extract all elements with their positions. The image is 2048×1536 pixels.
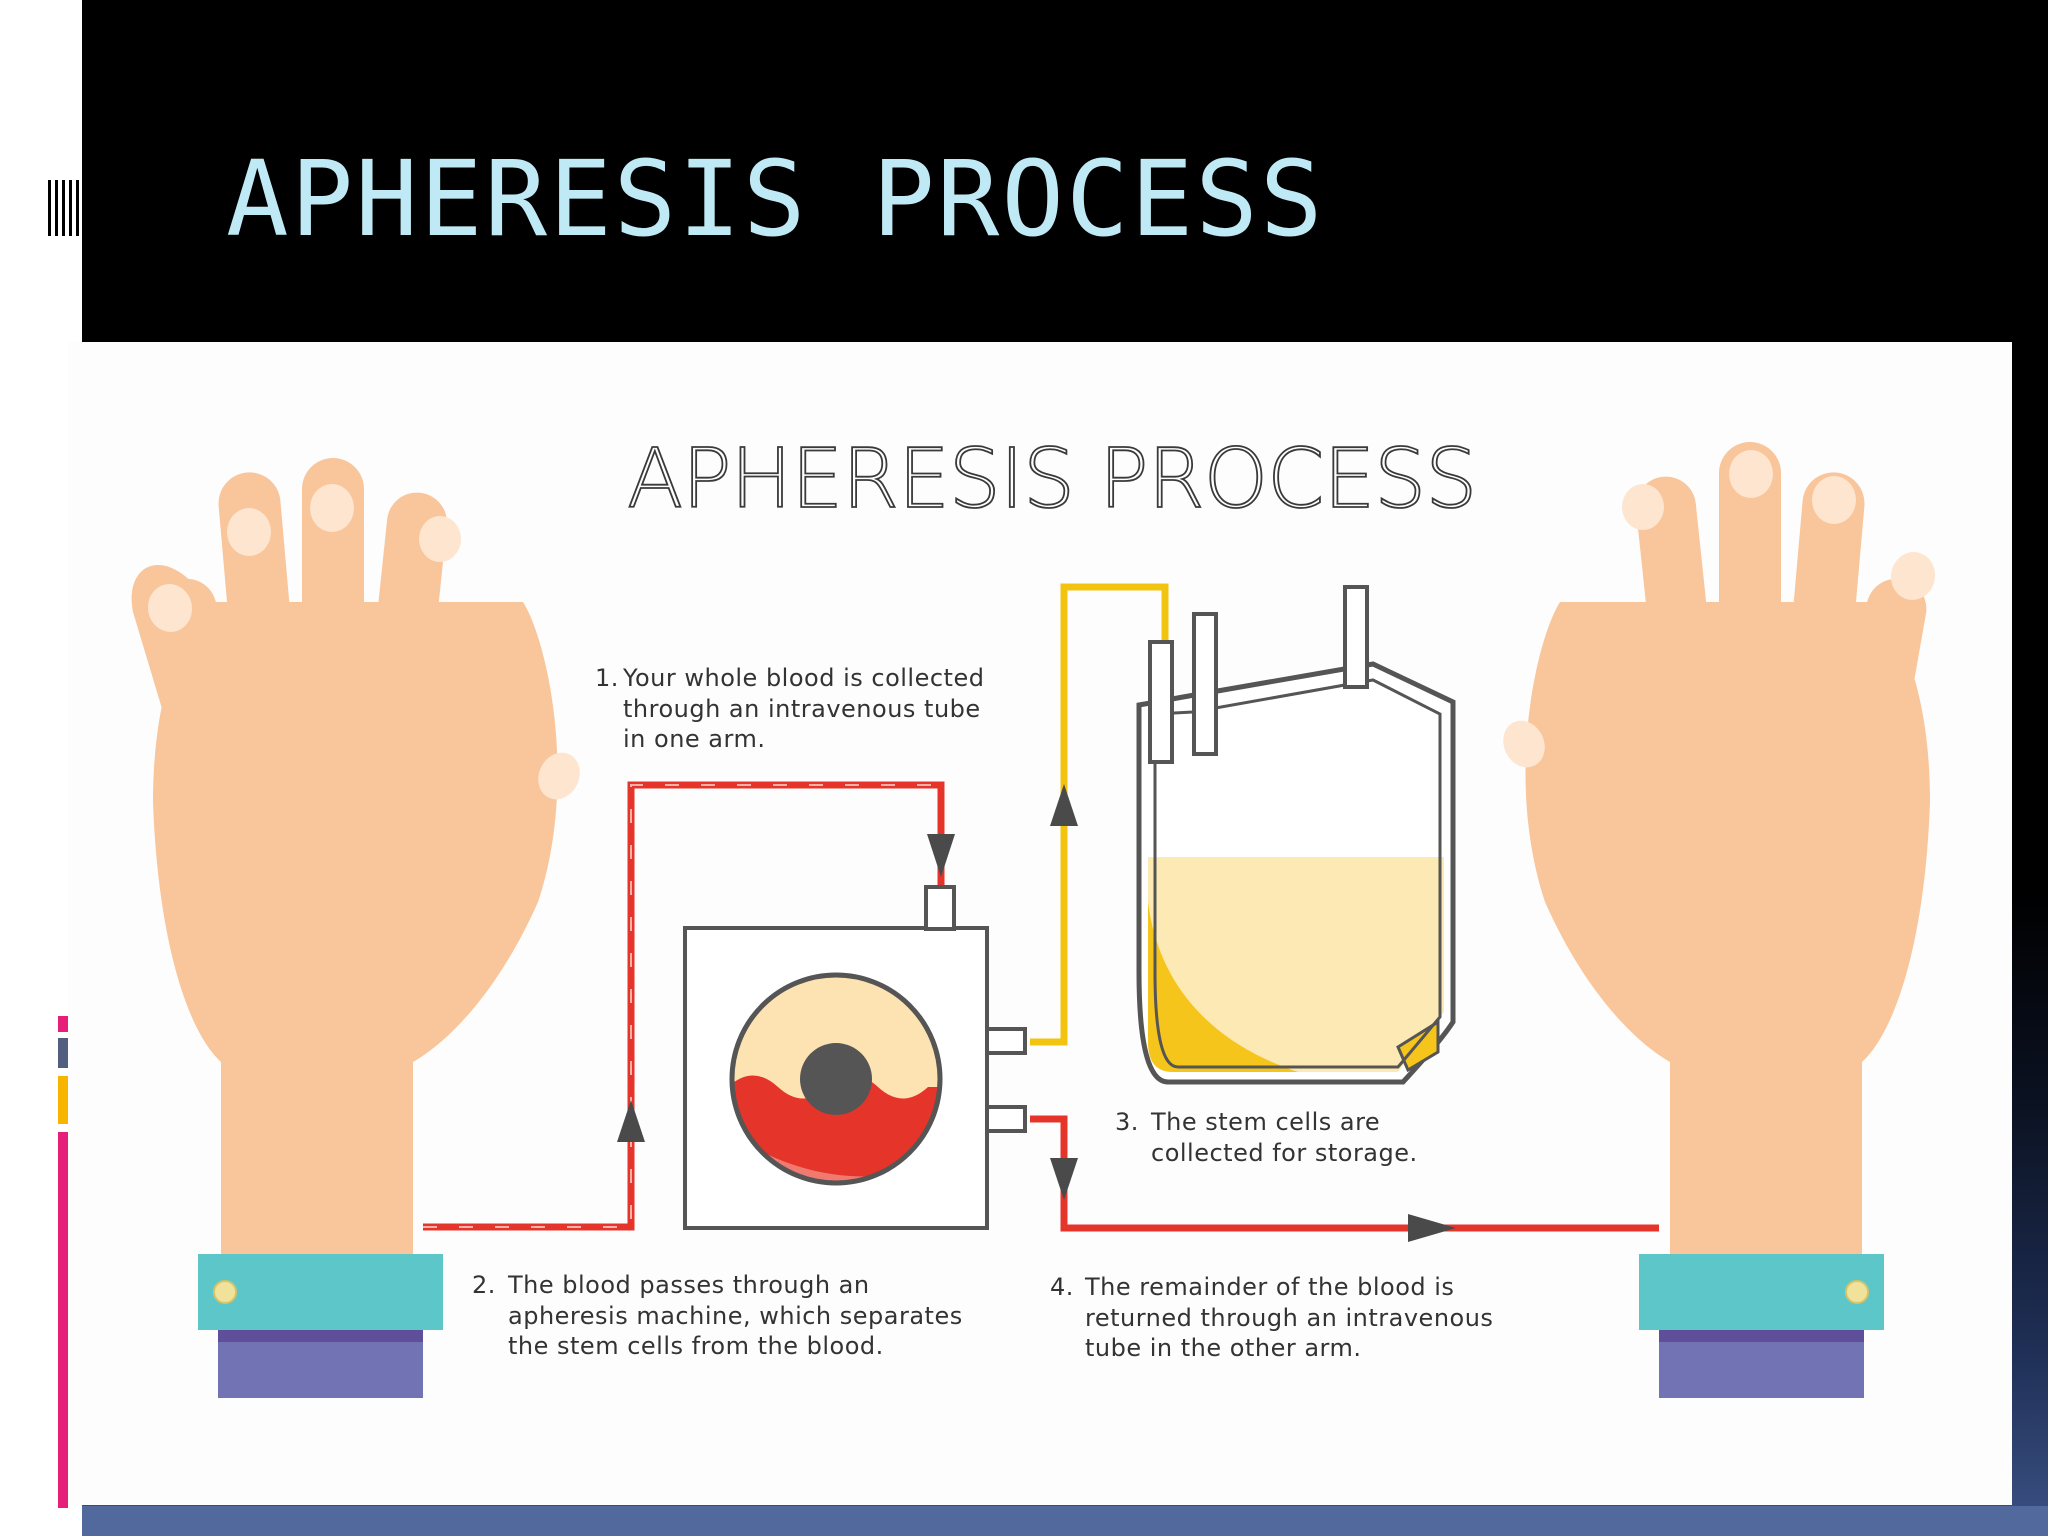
left-accent-bar-magenta [58,1132,68,1508]
apheresis-diagram: APHERESIS PROCESS [131,431,1936,1398]
step-4-line-3: tube in the other arm. [1085,1334,1362,1362]
step-2-line-3: the stem cells from the blood. [508,1332,884,1360]
left-edge-stripes [48,180,82,236]
arrow-down-intake [927,834,955,877]
step-1-label: 1. Your whole blood is collected through… [595,664,984,753]
step-3-label: 3. The stem cells are collected for stor… [1115,1108,1418,1167]
left-accent-bar-magenta-top [58,1016,68,1032]
step-2-line-1: The blood passes through an [507,1271,870,1299]
right-hand [1503,442,1936,1398]
slide-title: APHERESIS PROCESS [226,138,1325,260]
step-2-number: 2. [472,1271,496,1299]
step-2-line-2: apheresis machine, which separates [508,1302,963,1330]
step-1-number: 1. [595,664,619,692]
arrow-up-stem-cells [1050,784,1078,826]
step-4-label: 4. The remainder of the blood is returne… [1050,1273,1493,1362]
step-3-line-1: The stem cells are [1150,1108,1380,1136]
step-1-line-3: in one arm. [623,725,765,753]
left-accent-bar-yellow [58,1076,68,1124]
apheresis-machine [683,885,1027,1230]
arrow-down-return [1050,1158,1078,1200]
left-accent-bar-slate [58,1038,68,1068]
stem-cell-collection-bag [1136,585,1456,1085]
step-4-number: 4. [1050,1273,1074,1301]
step-2-label: 2. The blood passes through an apheresis… [472,1271,963,1360]
step-3-number: 3. [1115,1108,1139,1136]
step-1-line-1: Your whole blood is collected [622,664,984,692]
intake-tube-highlight [423,784,941,1228]
step-3-line-2: collected for storage. [1151,1139,1418,1167]
diagram-heading: APHERESIS PROCESS [627,432,1476,527]
step-1-line-2: through an intravenous tube [623,695,981,723]
slide-bottom-band [82,1506,2048,1536]
arrow-up-intake [617,1100,645,1142]
step-4-line-1: The remainder of the blood is [1084,1273,1454,1301]
arrow-right-return [1408,1214,1456,1242]
left-hand [131,458,580,1398]
diagram-panel: APHERESIS PROCESS [68,342,2012,1505]
step-4-line-2: returned through an intravenous [1085,1304,1493,1332]
